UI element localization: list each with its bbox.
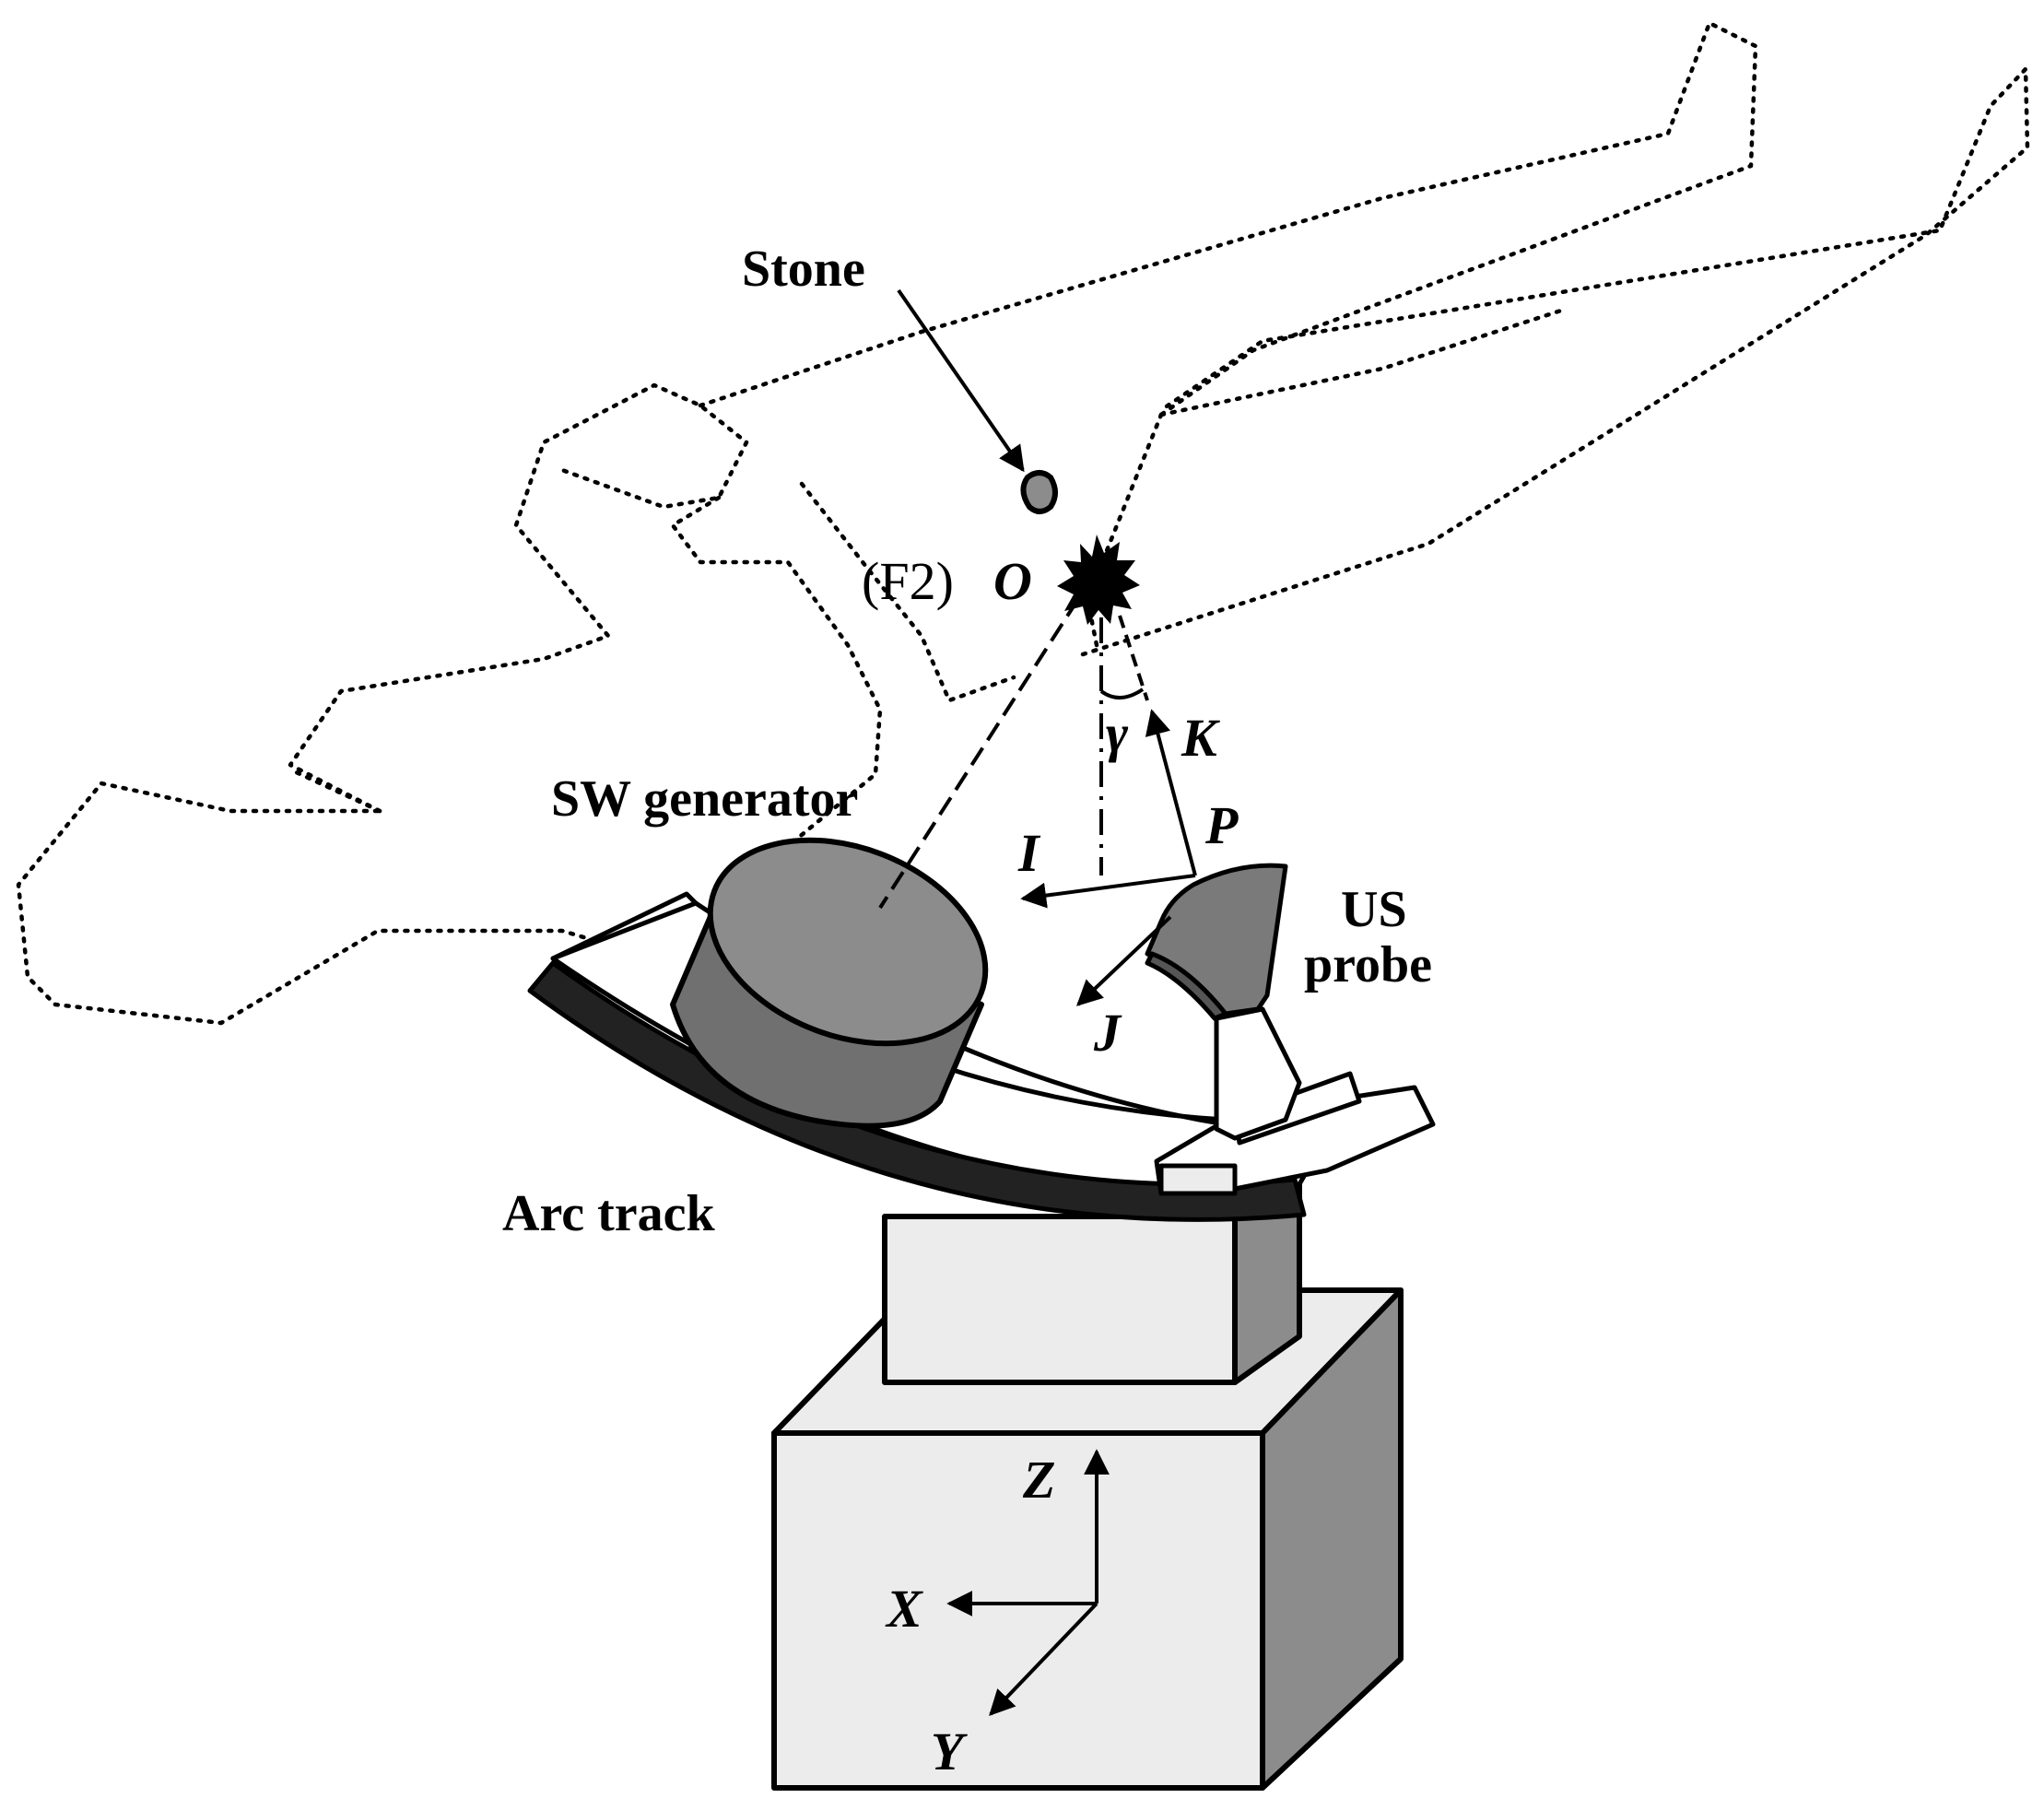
us-probe-stand [1214, 1006, 1302, 1141]
us-probe-label-line2: probe [1304, 936, 1432, 993]
i-axis-arrow [1020, 874, 1196, 909]
j-axis-arrow [1075, 915, 1172, 1006]
stone-label: Stone [742, 241, 865, 298]
gamma-angle-arc [1099, 687, 1145, 699]
probe-axis-dashed [1118, 615, 1149, 701]
shockwave-axis [878, 597, 1080, 910]
pedestal-front [882, 1214, 1238, 1385]
stone-arrow [897, 288, 1025, 473]
p-point-label: P [1204, 795, 1239, 855]
f2-label: (F2) [862, 551, 954, 611]
us-probe-head [1145, 863, 1288, 1021]
sw-generator-label: SW generator [551, 770, 858, 828]
origin-label: O [993, 551, 1032, 611]
z-axis-label: Z [1022, 1450, 1055, 1510]
x-axis-label: X [885, 1579, 923, 1639]
stone-icon [1020, 470, 1058, 514]
pedestal-block [882, 1168, 1302, 1385]
base-cube-front [771, 1430, 1265, 1791]
y-axis-arrow [989, 1602, 1098, 1717]
arc-inner-line [921, 1057, 1227, 1122]
arc-track-label: Arc track [502, 1185, 716, 1242]
us-probe-label-line1: US [1341, 881, 1407, 938]
y-axis-label: Y [931, 1722, 968, 1781]
sw-generator [670, 837, 989, 1129]
gamma-label: γ [1106, 703, 1129, 763]
k-axis-arrow [1145, 709, 1197, 876]
i-axis-label: I [1017, 823, 1041, 883]
k-axis-label: K [1181, 708, 1220, 768]
sw-generator-face [707, 837, 989, 1047]
j-axis-label: J [1093, 1003, 1122, 1063]
